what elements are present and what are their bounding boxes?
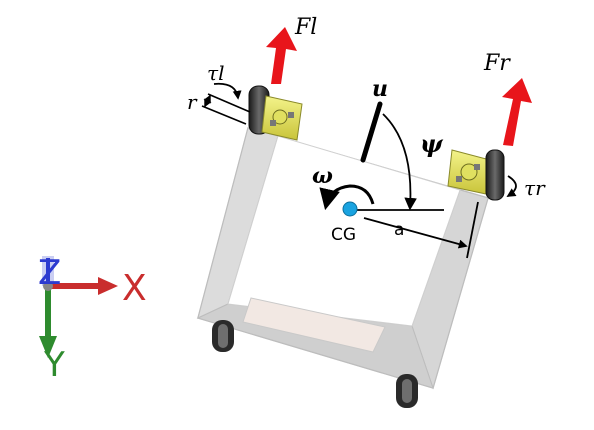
half-track-label: a (394, 220, 404, 240)
force-arrow-left (266, 27, 297, 84)
force-right-label: Fr (483, 51, 511, 76)
wheel-radius-indicator (201, 93, 251, 125)
right-wheel-assembly (447, 149, 505, 201)
center-of-gravity-dot (342, 201, 358, 217)
torque-arc-left (213, 82, 242, 100)
velocity-label: u (372, 76, 388, 102)
torque-arc-right (506, 175, 517, 197)
caster-wheel-right (396, 374, 418, 408)
caster-wheel-left (212, 320, 234, 352)
z-axis-label: Z (38, 253, 61, 293)
robot-body (196, 127, 489, 390)
angular-velocity-label: ω (312, 163, 333, 189)
torque-left-label: τl (207, 61, 224, 85)
wheel-radius-label: r (187, 90, 198, 114)
velocity-vector (360, 101, 383, 163)
force-left-label: Fl (294, 15, 317, 40)
y-axis-label: Y (43, 345, 65, 385)
angular-velocity-arc (319, 184, 375, 211)
center-of-gravity-label: CG (331, 225, 356, 245)
half-track-dimension (363, 217, 468, 249)
left-wheel-assembly (248, 85, 303, 141)
torque-right-label: τr (524, 176, 546, 200)
force-arrow-right (502, 78, 532, 146)
heading-angle-arc (382, 113, 417, 211)
heading-angle-label: ψ (420, 129, 444, 158)
x-axis-label: X (122, 268, 147, 309)
dimension-tick (466, 201, 479, 259)
coordinate-axes (39, 256, 118, 358)
